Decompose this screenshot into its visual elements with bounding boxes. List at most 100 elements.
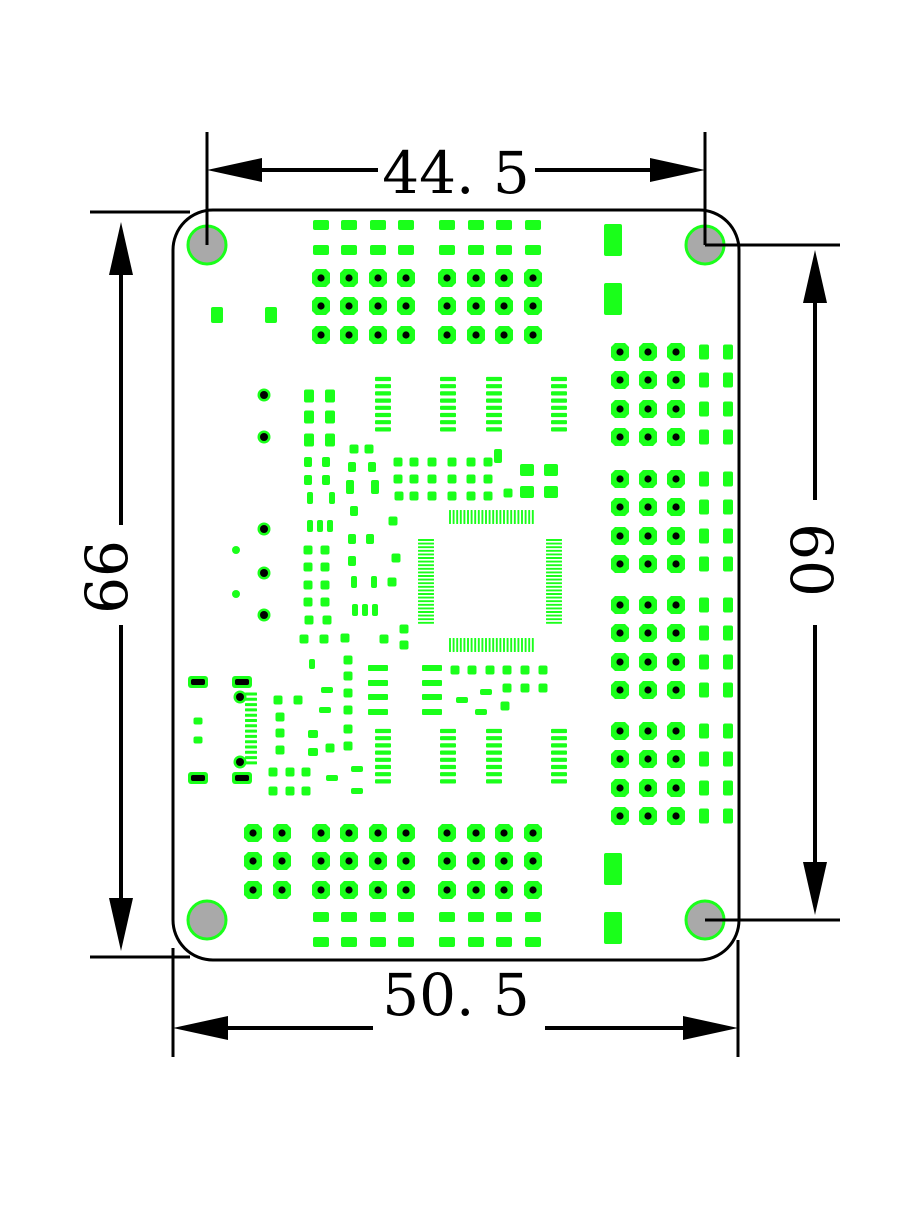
drill-hole bbox=[672, 405, 680, 413]
usb-pin bbox=[245, 761, 257, 765]
connector-pad bbox=[604, 224, 622, 256]
drill-hole bbox=[529, 857, 537, 865]
drill-hole bbox=[616, 560, 624, 568]
drill-hole bbox=[616, 658, 624, 666]
qfp-pin bbox=[546, 560, 562, 563]
drill-hole bbox=[644, 812, 652, 820]
passive-pad bbox=[343, 655, 353, 665]
header-smd-pad bbox=[313, 245, 329, 255]
ic-pin bbox=[551, 772, 567, 777]
passive-pad bbox=[327, 520, 333, 532]
qfp-pin bbox=[546, 546, 562, 549]
drill-hole bbox=[317, 331, 325, 339]
ic-pin bbox=[375, 405, 391, 410]
passive-pad bbox=[500, 701, 510, 711]
passive-pad bbox=[268, 767, 278, 777]
drill-hole bbox=[644, 727, 652, 735]
ic-pin bbox=[440, 743, 456, 748]
usb-pin bbox=[245, 692, 257, 696]
drill-hole bbox=[672, 629, 680, 637]
qfp-pin bbox=[459, 638, 462, 652]
connector-pad bbox=[604, 853, 622, 885]
drill-hole bbox=[644, 755, 652, 763]
passive-pad bbox=[301, 767, 311, 777]
qfp-pin bbox=[449, 510, 451, 524]
passive-pad bbox=[308, 748, 318, 756]
drill-hole bbox=[672, 784, 680, 792]
passive-pad bbox=[348, 534, 356, 544]
drill-hole bbox=[472, 274, 480, 282]
passive-pad bbox=[348, 556, 356, 566]
passive-pad bbox=[307, 492, 313, 504]
drill-hole bbox=[443, 829, 451, 837]
passive-pad bbox=[307, 520, 313, 532]
side-header-smd-pad bbox=[699, 344, 709, 360]
qfp-pin bbox=[418, 578, 434, 581]
side-header-smd-pad bbox=[723, 723, 733, 739]
passive-pad bbox=[399, 640, 409, 650]
drill-hole bbox=[402, 857, 410, 865]
ic-pin bbox=[486, 757, 502, 762]
side-header-smd-pad bbox=[723, 808, 733, 824]
side-header-smd-pad bbox=[723, 372, 733, 388]
qfp-pin bbox=[513, 510, 516, 524]
passive-pad bbox=[366, 534, 374, 544]
drill-hole bbox=[345, 274, 353, 282]
usb-shield-slot bbox=[235, 679, 249, 685]
ic-pin bbox=[486, 728, 502, 734]
qfp-pin bbox=[506, 510, 509, 524]
drill-hole bbox=[616, 601, 624, 609]
qfp-pin bbox=[499, 638, 502, 652]
qfp-pin bbox=[418, 557, 434, 559]
qfp-pin bbox=[510, 510, 513, 524]
drill-hole bbox=[644, 348, 652, 356]
passive-pad bbox=[285, 767, 295, 777]
header-smd-pad bbox=[439, 245, 455, 255]
qfp-pin bbox=[470, 510, 473, 524]
qfp-pin bbox=[477, 638, 480, 652]
ic-pin bbox=[551, 376, 567, 382]
drill-hole bbox=[317, 886, 325, 894]
drill-hole bbox=[317, 274, 325, 282]
qfp-pin bbox=[459, 510, 462, 524]
drill-hole bbox=[529, 331, 537, 339]
passive-pad bbox=[379, 634, 389, 644]
drill-hole bbox=[249, 857, 257, 865]
drill-hole bbox=[374, 274, 382, 282]
qfp-pin bbox=[531, 510, 534, 524]
ic-pin bbox=[440, 405, 456, 410]
ic-pin bbox=[440, 772, 456, 777]
qfp-pin bbox=[418, 607, 434, 610]
passive-pad bbox=[480, 689, 492, 695]
side-header-smd-pad bbox=[699, 556, 709, 572]
dimension-top-width: 44. 5 bbox=[205, 132, 707, 245]
qfp-pin bbox=[546, 603, 562, 606]
ic-pin bbox=[375, 728, 391, 734]
side-header-smd-pad bbox=[699, 471, 709, 487]
side-header-smd-pad bbox=[699, 499, 709, 515]
passive-pad bbox=[273, 695, 283, 705]
passive-pad bbox=[544, 486, 558, 498]
mounting-hole bbox=[186, 899, 228, 941]
header-smd-pad bbox=[439, 912, 455, 922]
drill-hole bbox=[616, 812, 624, 820]
usb-pin bbox=[245, 697, 257, 701]
drill-hole bbox=[672, 560, 680, 568]
qfp-pin bbox=[418, 614, 434, 617]
drill-hole bbox=[529, 829, 537, 837]
passive-pad bbox=[304, 615, 314, 625]
qfp-pin bbox=[488, 510, 491, 524]
passive-pad bbox=[503, 488, 513, 498]
drill-hole bbox=[249, 829, 257, 837]
qfp-pin bbox=[418, 600, 434, 603]
side-header-smd-pad bbox=[723, 344, 733, 360]
side-header-smd-pad bbox=[723, 499, 733, 515]
drill-hole bbox=[616, 475, 624, 483]
qfp-pin bbox=[503, 638, 505, 652]
passive-pad bbox=[299, 634, 309, 644]
passive-pad bbox=[320, 597, 330, 607]
drill-hole bbox=[317, 829, 325, 837]
ic-pin bbox=[375, 398, 391, 403]
passive-pad bbox=[308, 730, 318, 738]
